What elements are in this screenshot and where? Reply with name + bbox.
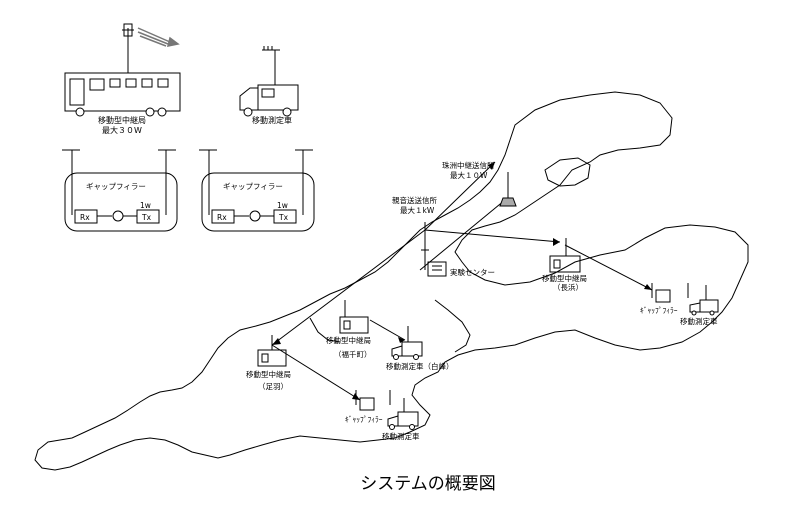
gap-filler-left-rx: Rx: [80, 213, 90, 222]
measure-south-icon: [387, 398, 419, 430]
relay-bus-icon: [64, 23, 181, 117]
gap-filler-right-rx: Rx: [217, 213, 227, 222]
radio-wave-icon: [137, 27, 180, 47]
suzu-station-power: 最大１０W: [450, 170, 488, 180]
gapfiller-south-icon: [355, 390, 391, 411]
suzu-station-name: 珠洲中継送信所: [442, 160, 495, 170]
gapfiller-east-icon: [651, 283, 689, 303]
relay-east-place: （長浜）: [553, 282, 583, 292]
relay-east-icon: [549, 238, 581, 273]
gapfiller-east-label: ｷﾞｬｯﾌﾟﾌｨﾗｰ: [640, 306, 678, 315]
gap-filler-left-box: [62, 149, 178, 232]
relay-bus-power: 最大３０W: [102, 125, 142, 135]
measure-east-label: 移動測定車: [680, 316, 718, 326]
gap-filler-right-title: ギャップフィラー: [223, 182, 283, 191]
relay-mid-icon: [339, 300, 369, 334]
bay-outline: [544, 157, 591, 187]
measure-truck-icon: [239, 46, 299, 117]
hakui-station-name: 親音送送信所: [392, 195, 437, 205]
suzu-tower-icon: [499, 172, 517, 207]
relay-mid-place: （福千町）: [334, 349, 372, 359]
inner-coast: [434, 299, 471, 353]
relay-west-label: 移動型中継局: [246, 369, 291, 379]
measure-truck-top-label: 移動測定車: [252, 115, 292, 125]
inner-coast-2: [309, 317, 341, 343]
gap-filler-right-tx: Tx: [278, 213, 289, 222]
gap-filler-right-box: [199, 149, 315, 232]
relay-west-icon: [257, 335, 287, 367]
measure-east-icon: [689, 285, 719, 316]
measure-south-label: 移動測定車: [382, 431, 420, 441]
diagram-caption: システムの概要図: [360, 474, 496, 494]
measure-mid-icon: [391, 326, 423, 360]
relay-east-label: 移動型中継局: [542, 273, 587, 283]
relay-bus-label: 移動型中継局: [98, 115, 146, 125]
gapfiller-south-label: ｷﾞｬｯﾌﾟﾌｨﾗｰ: [345, 415, 383, 424]
arrowheads: [272, 162, 652, 400]
gap-filler-left-power: 1w: [140, 201, 151, 210]
peninsula-outline: [34, 91, 749, 471]
center-label: 実験センター: [450, 267, 495, 277]
signal-links: [271, 161, 653, 401]
gap-filler-right-power: 1w: [277, 201, 288, 210]
relay-west-place: （足羽）: [258, 382, 288, 391]
center-building-icon: [421, 222, 447, 277]
hakui-station-power: 最大１kW: [400, 205, 435, 215]
measure-mid-label: 移動測定車（白峰）: [386, 361, 454, 371]
gap-filler-left-title: ギャップフィラー: [86, 182, 146, 191]
relay-mid-label: 移動型中継局: [326, 335, 371, 345]
gap-filler-left-tx: Tx: [141, 213, 152, 222]
